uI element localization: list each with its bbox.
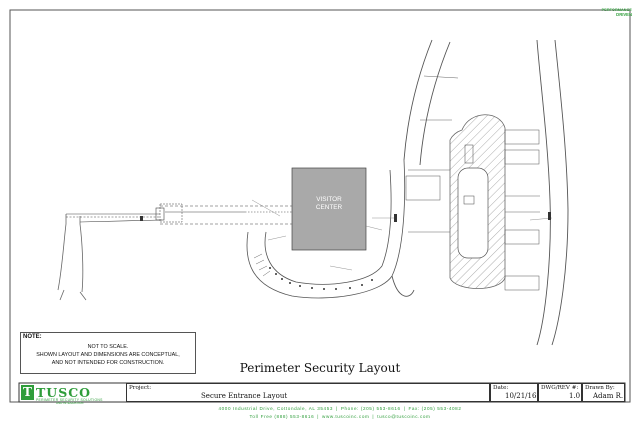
footer-fax: Fax: (205) 553-4082: [408, 406, 462, 411]
inbound-lanes: [405, 75, 540, 291]
booth-canopy: [464, 144, 474, 164]
fence-line: [66, 205, 292, 225]
rev-label: DWG/REV #:: [541, 385, 579, 391]
footer-line-2: Toll Free (888) 553-8616|www.tuscoinc.co…: [249, 414, 431, 419]
drawing-title: Perimeter Security Layout: [239, 361, 401, 375]
date-cell: Date: 10/21/16: [490, 383, 538, 402]
note-box: NOTE: NOT TO SCALE. SHOWN LAYOUT AND DIM…: [20, 332, 196, 374]
guard-island: [457, 167, 489, 259]
building-label: VISITOR CENTER: [292, 196, 366, 212]
building-label-line2: CENTER: [315, 204, 343, 211]
company-tagline-2: AND INTEGRATION: [56, 401, 84, 405]
drawn-by-cell: Drawn By: Adam R.: [582, 383, 625, 402]
project-cell: Project: Secure Entrance Layout: [126, 383, 490, 402]
visitor-center-building: [291, 167, 367, 251]
project-label: Project:: [129, 385, 152, 391]
gate-markers: [140, 212, 551, 222]
corner-logo-line2: DRIVEN: [616, 12, 632, 17]
date-value: 10/21/16: [505, 392, 537, 400]
gate-zone: [159, 203, 183, 223]
tusco-logo-icon: T: [21, 385, 34, 400]
note-heading: NOTE:: [23, 334, 42, 340]
drawn-by-label: Drawn By:: [585, 385, 615, 391]
footer-email-link[interactable]: tusco@tuscoinc.com: [377, 414, 431, 419]
corner-logo-line1: PERFORMANCE: [601, 8, 632, 12]
bollard-dots: [269, 267, 373, 290]
company-name: TUSCO: [36, 385, 92, 400]
company-tagline: PERIMETER SECURITY SOLUTIONS: [36, 398, 103, 402]
parking-stalls: [253, 253, 271, 277]
guard-booth: [463, 195, 475, 205]
note-line1: NOT TO SCALE.: [87, 344, 129, 350]
entrance-drive: [246, 159, 406, 299]
drawn-by-value: Adam R.: [593, 392, 624, 400]
corner-logo: PERFORMANCE DRIVEN: [580, 8, 632, 17]
footer-web-link[interactable]: www.tuscoinc.com: [322, 414, 370, 419]
north-road: [391, 39, 569, 346]
footer-tollfree: Toll Free (888) 553-8616: [249, 414, 315, 419]
footer-address: 4000 Industrial Drive, Cottondale, AL 35…: [218, 406, 334, 411]
building-label-line1: VISITOR: [316, 196, 342, 203]
rev-value: 1.0: [569, 392, 581, 400]
rev-cell: DWG/REV #: 1.0: [538, 383, 582, 402]
west-road: [57, 214, 87, 301]
callout-lines: [251, 199, 553, 271]
project-value: Secure Entrance Layout: [201, 392, 288, 400]
footer-phone: Phone: (205) 553-8616: [340, 406, 401, 411]
note-line2: SHOWN LAYOUT AND DIMENSIONS ARE CONCEPTU…: [36, 352, 180, 358]
date-label: Date:: [493, 385, 509, 391]
note-line3: AND NOT INTENDED FOR CONSTRUCTION.: [51, 360, 165, 366]
footer-line-1: 4000 Industrial Drive, Cottondale, AL 35…: [218, 406, 462, 411]
